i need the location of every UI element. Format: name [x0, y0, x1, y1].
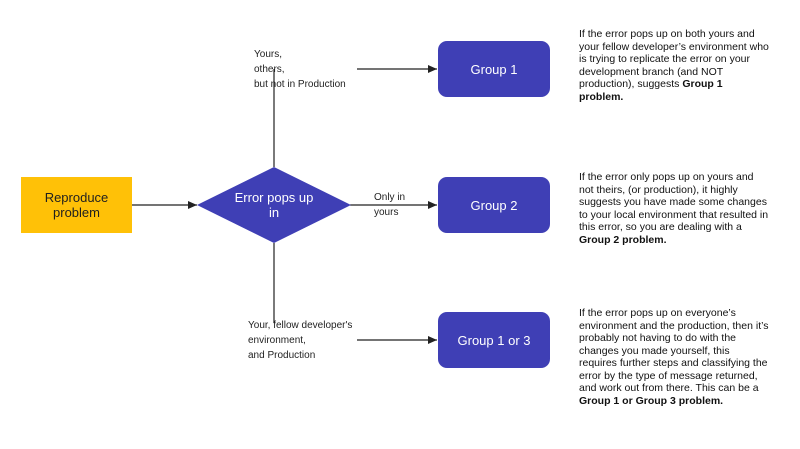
start-node	[21, 177, 132, 233]
bottom-edge-label-line-1: Your, fellow developer's	[248, 320, 353, 331]
group1-description-text: If the error pops up on both yours and y…	[579, 28, 769, 90]
group2-node-label: Group 2	[470, 197, 518, 213]
bottom-edge-label-line-3: and Production	[248, 350, 316, 361]
bottom-edge-label: Your, fellow developer's environment, an…	[248, 318, 352, 363]
group13-description-text: If the error pops up on everyone’s envir…	[579, 307, 769, 394]
group13-node-label: Group 1 or 3	[457, 332, 531, 348]
decision-node-label: Error pops up in	[234, 190, 314, 220]
group2-node	[438, 177, 550, 233]
group2-description-text: If the error only pops up on yours and n…	[579, 171, 769, 233]
mid-edge-label-line-2: yours	[374, 207, 399, 218]
top-edge-label: Yours, others, but not in Production	[254, 47, 346, 92]
bottom-edge-label-line-2: environment,	[248, 335, 306, 346]
group13-description: If the error pops up on everyone’s envir…	[579, 307, 769, 407]
group13-node	[438, 312, 550, 368]
top-edge-label-line-1: Yours,	[254, 49, 282, 60]
top-edge-label-line-2: others,	[254, 64, 285, 75]
group1-description-bold: Group 1 problem.	[579, 78, 723, 103]
start-node-label: Reproduce problem	[44, 190, 109, 220]
top-edge-label-line-3: but not in Production	[254, 79, 346, 90]
group1-node-label: Group 1	[470, 61, 518, 77]
group13-description-bold: Group 1 or Group 3 problem.	[579, 394, 724, 407]
group1-description: If the error pops up on both yours and y…	[579, 28, 769, 103]
mid-edge-label: Only in yours	[374, 190, 405, 220]
decision-node	[197, 167, 351, 243]
group1-node	[438, 41, 550, 97]
mid-edge-label-line-1: Only in	[374, 192, 406, 203]
group2-description-bold: Group 2 problem.	[579, 233, 667, 246]
group2-description: If the error only pops up on yours and n…	[579, 171, 769, 246]
